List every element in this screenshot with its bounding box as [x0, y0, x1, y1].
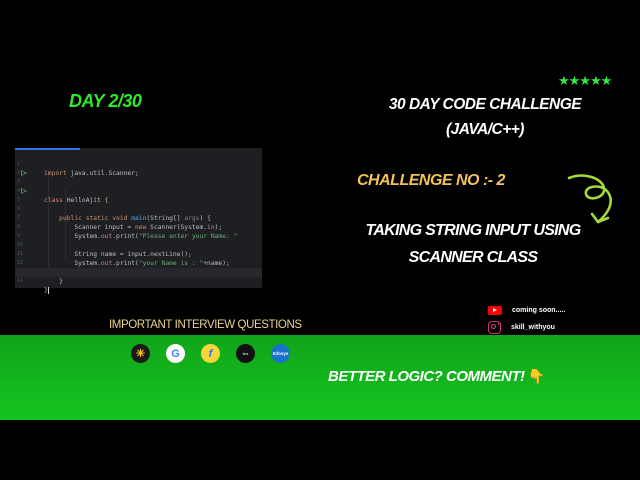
- line-number: 1: [17, 161, 21, 167]
- walmart-logo-icon: ✳: [131, 344, 150, 363]
- instagram-link[interactable]: skill_withyou: [488, 321, 555, 334]
- line-number: 5: [17, 197, 21, 203]
- code-line: 3 class HelloAjit {: [15, 169, 262, 204]
- flipkart-logo-icon: f: [201, 344, 220, 363]
- line-number: 4: [17, 188, 21, 194]
- text-caret: [47, 286, 49, 294]
- code-editor-panel: 1 import java.util.Scanner; 2 3 class He…: [15, 148, 262, 294]
- instagram-handle: skill_withyou: [511, 324, 555, 331]
- topic-line-1: TAKING STRING INPUT USING: [365, 222, 581, 239]
- code-line: 9: [15, 223, 262, 239]
- google-logo-icon: G: [166, 344, 185, 363]
- line-number: 7: [17, 215, 21, 221]
- code-line: 13 }: [15, 259, 262, 285]
- line-number: 10: [17, 242, 24, 248]
- company-logos: ✳ G f tcs Infosys: [131, 344, 290, 363]
- topic-line-2: SCANNER CLASS: [408, 249, 538, 266]
- code-line: 11 System.out.print("your Name is : "+na…: [17, 251, 230, 267]
- line-number: 14: [17, 278, 24, 284]
- title-line-2: (JAVA/C++): [446, 121, 524, 138]
- instagram-icon: [488, 321, 501, 334]
- title-line-1: 30 DAY CODE CHALLENGE: [388, 96, 582, 113]
- code-line: 8 System.out.print("Please enter your Na…: [17, 224, 238, 240]
- curly-arrow-icon: [567, 174, 612, 224]
- youtube-label: coming soon.....: [512, 307, 566, 314]
- comment-cta: BETTER LOGIC? COMMENT! 👇: [328, 368, 545, 385]
- youtube-icon: [488, 306, 502, 315]
- day-label: DAY 2/30: [69, 91, 142, 111]
- run-class-icon[interactable]: [21, 170, 27, 176]
- code-line: 10 String name = input.nextLine();: [17, 242, 192, 258]
- line-number: 8: [17, 224, 21, 230]
- line-number: 2: [17, 170, 21, 176]
- line-number: 3: [17, 179, 21, 185]
- line-number: 12: [17, 260, 24, 266]
- code-line-current[interactable]: 14 }: [15, 268, 262, 294]
- rating-stars-icon: ★★★★★: [558, 73, 612, 88]
- code-line: 4: [15, 178, 262, 194]
- infosys-logo-icon: Infosys: [271, 344, 290, 363]
- code-line: 1 import java.util.Scanner;: [17, 161, 139, 177]
- code-line: 12: [15, 250, 262, 266]
- code-line: 5 public static void main(String[] args)…: [15, 187, 262, 222]
- line-number: 6: [17, 206, 21, 212]
- line-number: 11: [17, 251, 24, 257]
- indent-guide: [48, 170, 49, 278]
- challenge-number: CHALLENGE NO :- 2: [357, 172, 505, 189]
- code-line: 6: [15, 196, 262, 212]
- cta-text: BETTER LOGIC? COMMENT!: [328, 368, 525, 385]
- run-main-icon[interactable]: [21, 188, 27, 194]
- editor-tab-indicator: [15, 148, 80, 150]
- pointing-down-icon: 👇: [527, 368, 545, 384]
- code-line: 2: [15, 160, 262, 176]
- code-line: 7 Scanner input = new Scanner(System.in)…: [17, 215, 223, 231]
- indent-guide: [65, 188, 66, 260]
- interview-questions-label: IMPORTANT INTERVIEW QUESTIONS: [109, 319, 302, 331]
- tcs-logo-icon: tcs: [236, 344, 255, 363]
- youtube-link[interactable]: coming soon.....: [488, 306, 565, 315]
- cta-band: [0, 335, 640, 420]
- line-number: 9: [17, 233, 21, 239]
